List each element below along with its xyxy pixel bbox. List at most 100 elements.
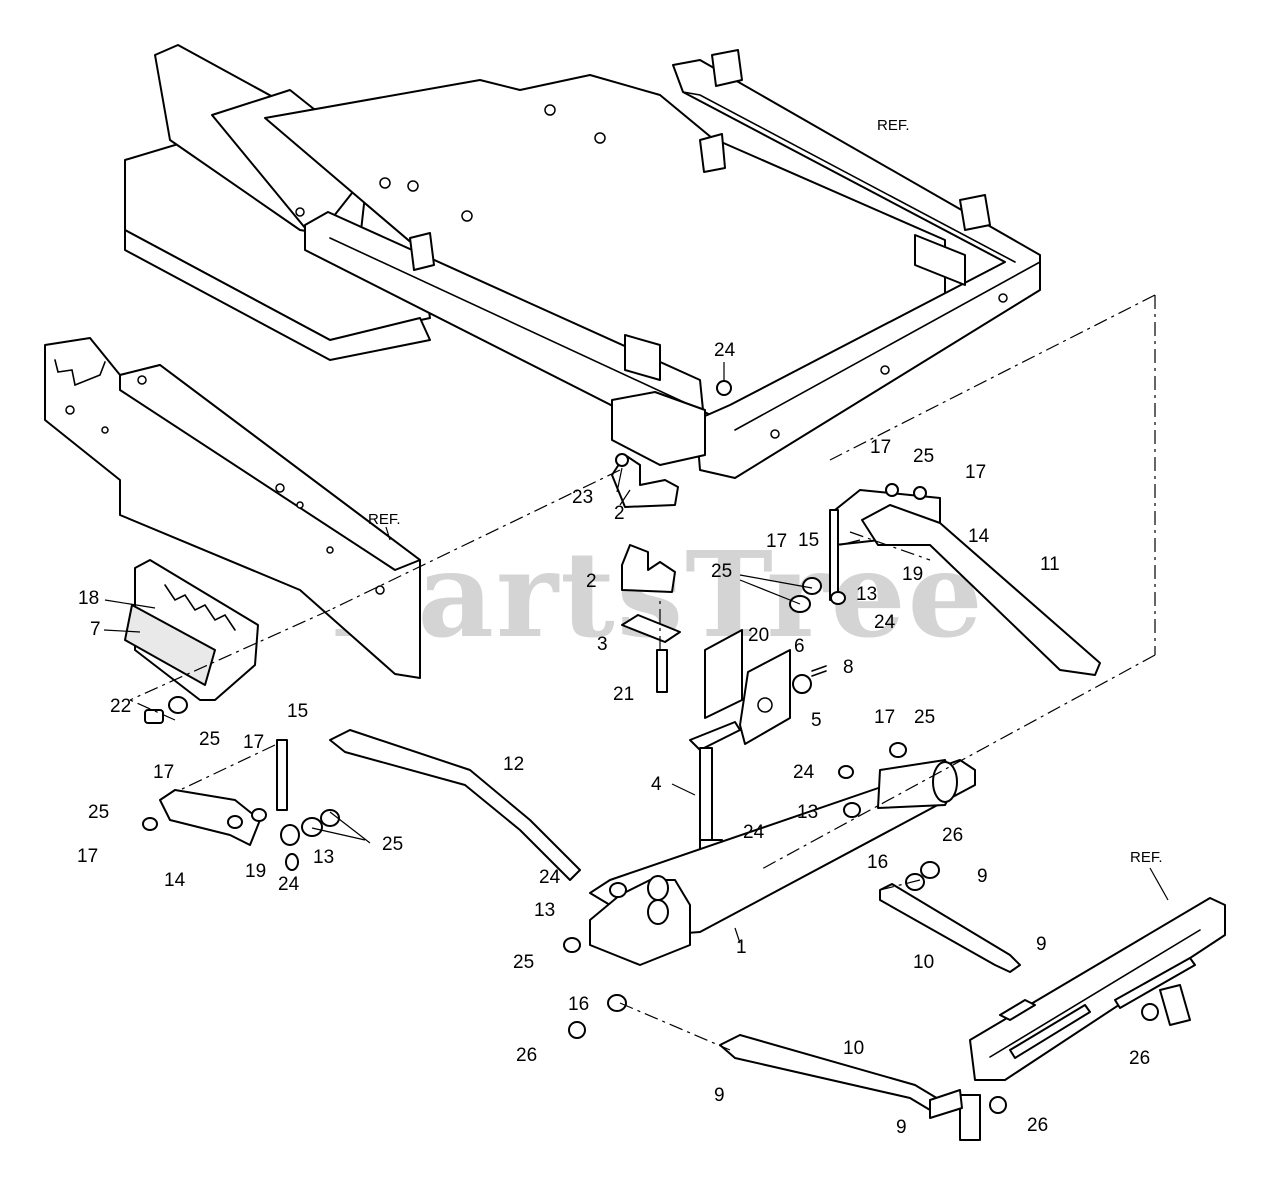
part-13-spacer-left	[280, 824, 300, 846]
callout: 25	[88, 802, 109, 823]
callout: 9	[977, 866, 988, 887]
callout: 2	[614, 503, 625, 524]
part-26-washer-right	[1141, 1003, 1159, 1021]
callout: 12	[503, 754, 524, 775]
callout: 24	[793, 762, 815, 783]
callout: 25	[711, 561, 732, 582]
callout: 13	[797, 802, 818, 823]
part-21-pin	[656, 649, 668, 693]
part-13-pivot-bracket	[589, 879, 691, 966]
part-2-upper-bracket	[611, 454, 679, 508]
callout: 9	[896, 1117, 907, 1138]
part-12-rod	[329, 729, 581, 881]
callout: 17	[874, 707, 895, 728]
callout: 17	[766, 531, 787, 552]
part-10-rod-lower	[719, 1034, 941, 1111]
part-24-nut-center	[838, 765, 854, 779]
callout: 19	[902, 564, 923, 585]
callout: 10	[913, 952, 934, 973]
callout: 19	[245, 861, 266, 882]
part-25-washer-center	[889, 742, 907, 758]
callout: 14	[968, 526, 990, 547]
callouts: 24 17 25 17 15 14 17 25 13 19 11 24 23 2…	[77, 340, 1150, 1138]
callout: 26	[1027, 1115, 1048, 1136]
callout: 14	[164, 870, 186, 891]
callout: 25	[382, 834, 403, 855]
callout: 22	[110, 696, 131, 717]
callout: 8	[843, 657, 854, 678]
callout: 16	[867, 852, 888, 873]
part-26-washer-lower	[568, 1021, 586, 1039]
main-frame	[124, 44, 1041, 479]
callout: 15	[798, 530, 819, 551]
callout: 13	[856, 584, 877, 605]
callout: 15	[287, 701, 308, 722]
ref-label-bar: REF.	[1130, 849, 1163, 866]
part-5-washer	[792, 674, 812, 694]
callout: 1	[736, 937, 747, 958]
callout: 17	[153, 762, 174, 783]
part-3-plate	[621, 614, 681, 643]
part-26-washer-upper	[920, 861, 940, 879]
callout: 5	[811, 710, 822, 731]
callout: 2	[586, 571, 597, 592]
part-20-pad	[704, 629, 743, 719]
part-11-rod	[861, 504, 1101, 676]
callout: 23	[572, 487, 593, 508]
part-4-link-top	[689, 721, 741, 751]
callout: 13	[534, 900, 555, 921]
callout: 3	[597, 634, 608, 655]
callout: 24	[539, 867, 561, 888]
part-16-spacer-upper	[905, 873, 925, 891]
part-24-nut-left	[285, 853, 299, 871]
part-16-spacer-lower	[607, 994, 627, 1012]
ref-label-side: REF.	[368, 511, 401, 528]
callout: 10	[843, 1038, 864, 1059]
callout: 17	[77, 846, 98, 867]
part-2-lower-bracket	[621, 544, 676, 593]
part-7-18-plate	[124, 559, 259, 701]
part-26-washer-bottom	[989, 1096, 1007, 1114]
part-15-rod-right	[829, 509, 839, 601]
callout: 6	[794, 636, 805, 657]
callout: 18	[78, 588, 99, 609]
callout: 25	[913, 446, 934, 467]
callout: 25	[199, 729, 220, 750]
part-24-nut-pivot	[609, 882, 627, 898]
part-15-rod-left	[276, 739, 288, 811]
callout: 26	[1129, 1048, 1150, 1069]
part-22-25-bolt	[144, 696, 188, 724]
part-23-pin	[615, 453, 629, 467]
part-10-rod-upper	[879, 883, 1021, 973]
callout: 9	[1036, 934, 1047, 955]
callout: 25	[914, 707, 935, 728]
callout: 4	[651, 774, 662, 795]
part-6-bracket	[739, 649, 791, 745]
part-8-pin	[811, 665, 827, 677]
left-side-frame	[44, 337, 421, 679]
part-24-nut-top	[716, 380, 732, 396]
callout: 7	[90, 619, 101, 640]
part-14-bracket-left	[159, 789, 261, 846]
watermark-text: PartsTree	[330, 525, 985, 664]
callout: 24	[278, 874, 300, 895]
callout: 21	[613, 684, 634, 705]
callout: 11	[1040, 554, 1060, 575]
callout: 17	[965, 462, 986, 483]
callout: 24	[743, 822, 765, 843]
callout: 13	[313, 847, 334, 868]
callout: 24	[714, 340, 736, 361]
callout: 26	[516, 1045, 537, 1066]
part-25-washer-left	[301, 817, 323, 837]
callout: 25	[513, 952, 534, 973]
right-frame-bar	[969, 897, 1226, 1081]
part-25-washer-pivot	[563, 937, 581, 953]
alignment-lines	[129, 294, 1156, 1051]
callout: 24	[874, 612, 896, 633]
ref-label-frame: REF.	[877, 117, 910, 134]
callout: 20	[748, 625, 769, 646]
callout: 16	[568, 994, 589, 1015]
callout: 26	[942, 825, 963, 846]
callout: 9	[714, 1085, 725, 1106]
